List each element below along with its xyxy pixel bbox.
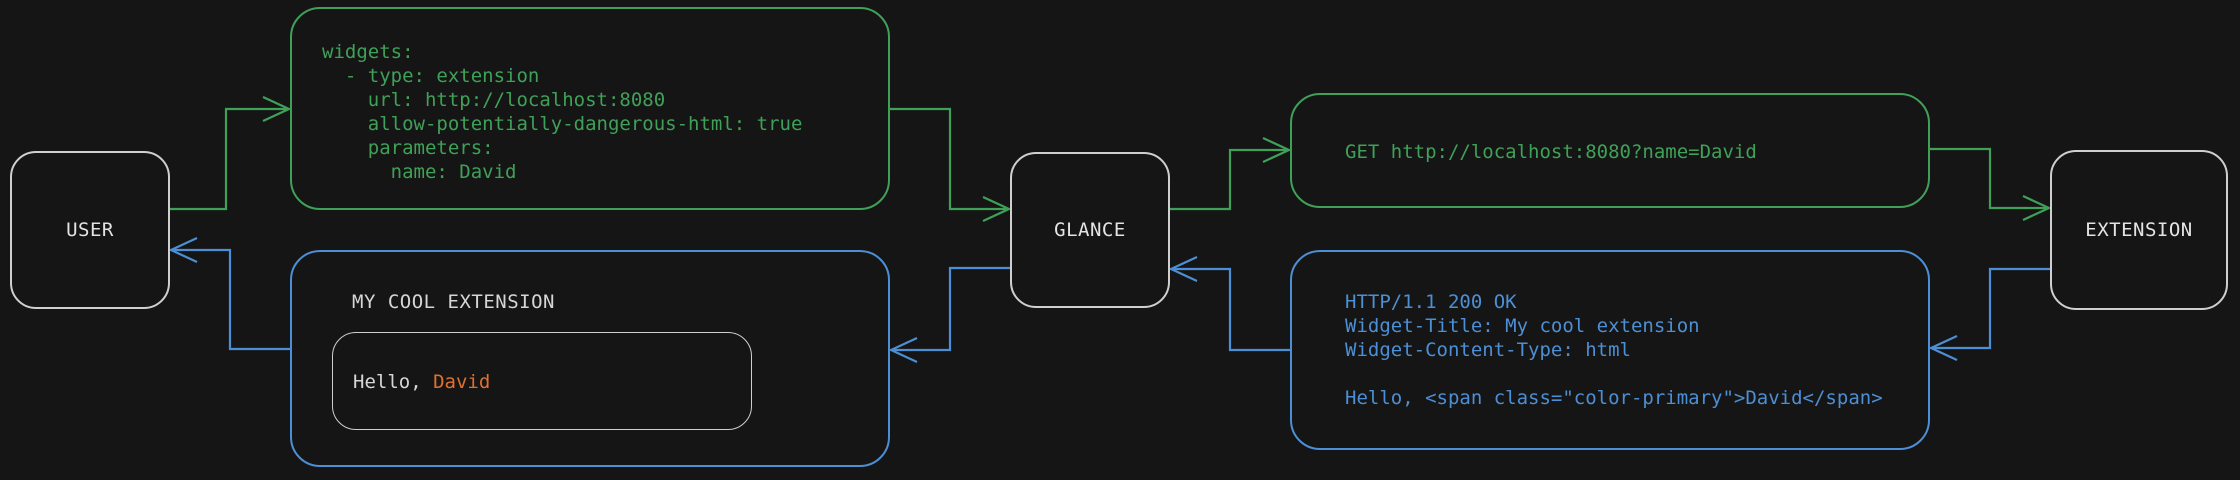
- http-request-text: GET http://localhost:8080?name=David: [1345, 141, 1757, 163]
- arrow-request-to-extension: [1930, 147, 2052, 221]
- arrow-widget-to-user: [168, 237, 290, 351]
- greeting-prefix: Hello,: [353, 371, 434, 393]
- greeting-name: David: [433, 371, 491, 393]
- http-response-box: HTTP/1.1 200 OK Widget-Title: My cool ex…: [1290, 250, 1930, 450]
- glance-node-label: GLANCE: [1054, 219, 1126, 241]
- http-request-box: GET http://localhost:8080?name=David: [1290, 93, 1930, 208]
- widget-greeting-box: Hello, David: [332, 332, 752, 430]
- arrow-user-to-config: [170, 96, 292, 211]
- config-yaml-code: widgets: - type: extension url: http://l…: [322, 41, 803, 183]
- arrow-response-to-glance: [1168, 256, 1290, 352]
- arrow-extension-to-response: [1928, 267, 2050, 361]
- extension-node: EXTENSION: [2050, 150, 2228, 310]
- arrow-glance-to-request: [1170, 137, 1292, 211]
- arrow-config-to-glance: [890, 107, 1012, 222]
- glance-node: GLANCE: [1010, 152, 1170, 308]
- user-node-label: USER: [66, 219, 114, 241]
- widget-preview-box: MY COOL EXTENSION Hello, David: [290, 250, 890, 467]
- http-response-text: HTTP/1.1 200 OK Widget-Title: My cool ex…: [1345, 291, 1883, 409]
- extension-node-label: EXTENSION: [2085, 219, 2193, 241]
- user-node: USER: [10, 151, 170, 309]
- greeting-text: Hello, David: [353, 370, 490, 394]
- arrow-glance-to-widget: [888, 266, 1010, 363]
- config-yaml-box: widgets: - type: extension url: http://l…: [290, 7, 890, 210]
- widget-title: MY COOL EXTENSION: [352, 291, 555, 313]
